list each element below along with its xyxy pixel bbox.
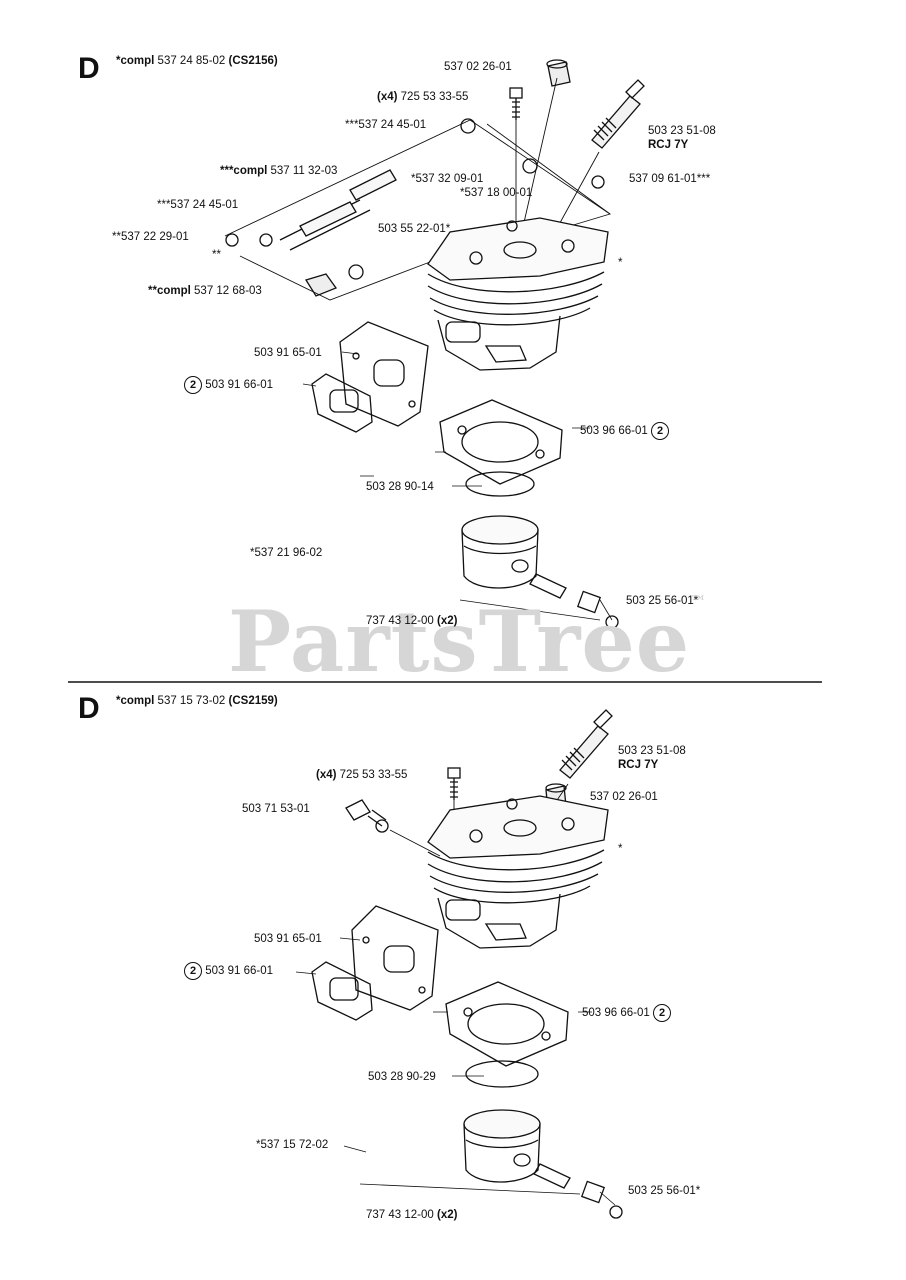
ref-circle: 2 (653, 1004, 671, 1022)
part-label[interactable]: *537 21 96-02 (250, 547, 323, 559)
section-title-2: *compl 537 15 73-02 (CS2159) (116, 694, 278, 708)
section-title-1: *compl 537 24 85-02 (CS2156) (116, 54, 278, 68)
circlip-1 (605, 615, 619, 629)
title-model: (CS2156) (228, 55, 278, 67)
part-label[interactable]: 503 91 65-01 (254, 933, 322, 945)
title-prefix: *compl (116, 695, 155, 707)
piston-2 (463, 1109, 541, 1183)
part-label[interactable]: 503 71 53-01 (242, 803, 310, 815)
part-label: * (618, 843, 623, 855)
part-label[interactable]: **compl 537 12 68-03 (148, 285, 262, 297)
piston-pin-2 (533, 1163, 571, 1189)
part-label[interactable]: 737 43 12-00 (x2) (366, 615, 458, 627)
title-model: (CS2159) (228, 695, 278, 707)
ref-circle: 2 (651, 422, 669, 440)
part-label[interactable]: *537 18 00-01 (460, 187, 533, 199)
circlip-2 (609, 1205, 623, 1219)
part-label[interactable]: 503 96 66-01 2 (580, 422, 669, 440)
part-label[interactable]: (x4) 725 53 33-55 (377, 91, 469, 103)
watermark: PartsTree™ (228, 592, 708, 691)
part-label[interactable]: **537 22 29-01 (112, 231, 189, 243)
upper-assembly-drawing (224, 59, 645, 629)
part-label: * (618, 257, 623, 269)
title-number: 537 15 73-02 (157, 695, 226, 707)
part-label[interactable]: 2 503 91 66-01 (184, 376, 273, 394)
exhaust-gasket-1 (311, 373, 373, 433)
muffler-plate-2 (351, 905, 439, 1011)
part-label[interactable]: 503 55 22-01* (378, 223, 451, 235)
cylinder-screw-2 (447, 767, 461, 800)
needle-bearing-1 (576, 590, 602, 614)
part-label[interactable]: ***537 24 45-01 (157, 199, 239, 211)
exhaust-gasket-2 (311, 961, 373, 1021)
part-label[interactable]: 537 02 26-01 (444, 61, 512, 73)
piston-pin-1 (529, 573, 567, 599)
title-number: 537 24 85-02 (157, 55, 226, 67)
cylinder-head-2 (427, 795, 609, 949)
piston-1 (461, 515, 539, 589)
section-letter-2: D (78, 692, 100, 725)
spark-plug (591, 79, 645, 149)
part-label[interactable]: 2 503 91 66-01 (184, 962, 273, 980)
cylinder-screw (509, 87, 523, 120)
base-gasket-2 (445, 981, 569, 1067)
piston-ring-1 (465, 471, 535, 497)
part-label[interactable]: ***537 24 45-01 (345, 119, 427, 131)
spark-plug-2 (559, 709, 613, 779)
cylinder-head-1 (427, 217, 609, 371)
part-label[interactable]: 503 28 90-14 (366, 481, 434, 493)
part-label[interactable]: ***compl 537 11 32-03 (220, 165, 338, 177)
tube-assembly (224, 118, 611, 301)
decompression-valve (345, 799, 389, 833)
part-label[interactable]: 503 28 90-29 (368, 1071, 436, 1083)
part-label[interactable]: 503 96 66-01 2 (582, 1004, 671, 1022)
part-label[interactable]: *537 32 09-01 (411, 173, 484, 185)
needle-bearing-2 (580, 1180, 606, 1204)
part-label[interactable]: 537 09 61-01*** (629, 173, 711, 185)
part-label[interactable]: 503 25 56-01* (628, 1185, 701, 1197)
part-label[interactable]: 737 43 12-00 (x2) (366, 1209, 458, 1221)
ref-circle: 2 (184, 962, 202, 980)
ref-circle: 2 (184, 376, 202, 394)
piston-ring-2 (465, 1060, 539, 1088)
lower-assembly-drawing (295, 709, 623, 1219)
part-label[interactable]: 537 02 26-01 (590, 791, 658, 803)
part-label[interactable]: 503 25 56-01* (626, 595, 699, 607)
part-label[interactable]: 503 91 65-01 (254, 347, 322, 359)
muffler-plate-1 (339, 321, 429, 427)
section-letter-1: D (78, 52, 100, 85)
part-label[interactable]: (x4) 725 53 33-55 (316, 769, 408, 781)
part-label[interactable]: *537 15 72-02 (256, 1139, 329, 1151)
plug-cap (546, 59, 571, 87)
title-prefix: *compl (116, 55, 155, 67)
part-label: ** (212, 249, 221, 261)
